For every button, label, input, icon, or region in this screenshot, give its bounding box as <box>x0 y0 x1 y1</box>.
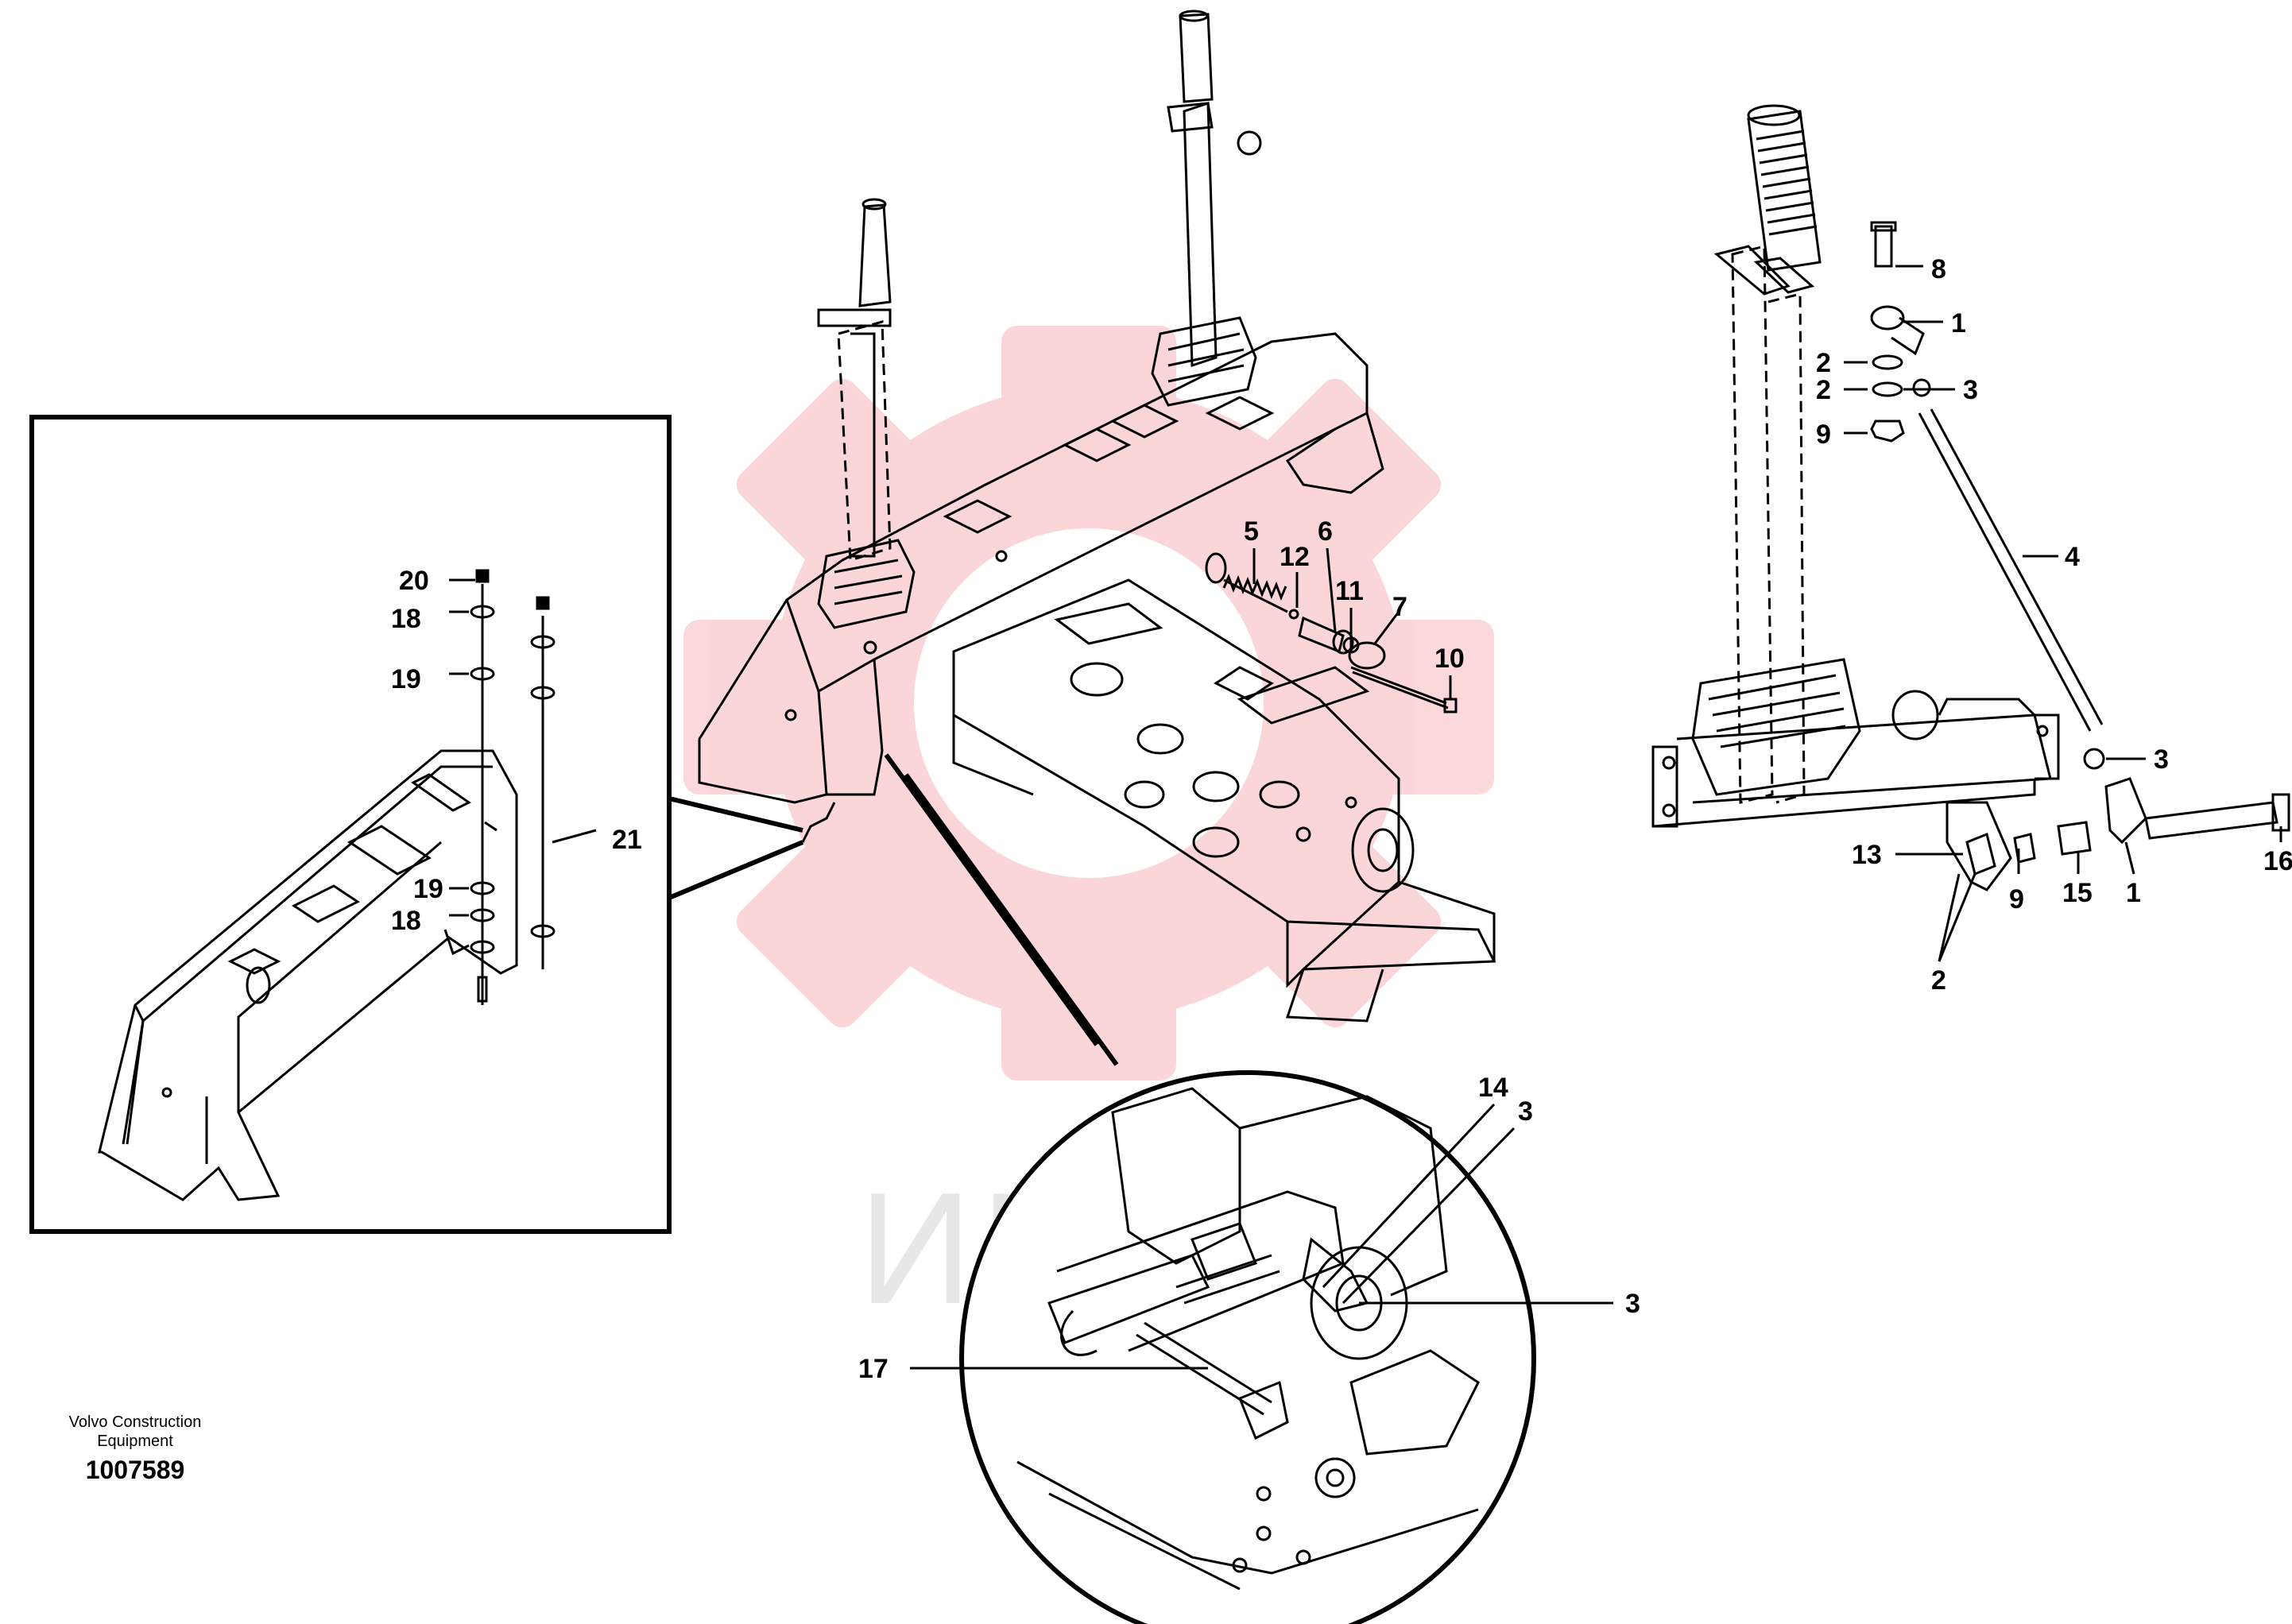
publisher-line-1: Volvo Construction <box>68 1413 202 1431</box>
callout-13: 13 <box>1852 840 1882 870</box>
callout-17: 17 <box>858 1354 889 1384</box>
callout-15: 15 <box>2062 878 2093 908</box>
publisher-credit: Volvo Construction Equipment <box>32 1413 238 1451</box>
callout-6: 6 <box>1318 516 1333 547</box>
spool-parts <box>1205 552 1458 713</box>
circular-detail-view <box>959 1070 1536 1624</box>
callout-3-mid: 3 <box>2154 744 2169 775</box>
callout-2-a: 2 <box>1816 348 1831 378</box>
callout-19-top: 19 <box>391 664 421 694</box>
linkage-rod-parts <box>1870 221 2290 876</box>
callout-8: 8 <box>1931 254 1946 284</box>
right-lever-assembly <box>1651 104 2060 891</box>
callout-leader-lines <box>449 265 2282 1370</box>
callout-9-top: 9 <box>1816 420 1831 450</box>
callout-1-bot: 1 <box>2126 878 2141 908</box>
callout-16: 16 <box>2263 846 2292 876</box>
callout-3-detail-right: 3 <box>1625 1289 1640 1319</box>
callout-4: 4 <box>2065 542 2080 572</box>
pilot-valve-block <box>952 578 1496 1023</box>
fastener-stack-left <box>470 569 495 1005</box>
callout-10: 10 <box>1434 644 1465 674</box>
callout-2-b: 2 <box>1816 375 1831 405</box>
inset-connector-lines <box>668 796 804 900</box>
callout-18-bot: 18 <box>391 906 421 936</box>
callout-11: 11 <box>1335 576 1364 606</box>
callout-9-bot: 9 <box>2009 884 2024 914</box>
callout-3-detail-top: 3 <box>1518 1096 1533 1127</box>
callout-21: 21 <box>612 825 642 855</box>
document-number: 1007589 <box>85 1456 185 1484</box>
callout-14: 14 <box>1478 1073 1508 1103</box>
callout-19-bot: 19 <box>413 874 443 904</box>
callout-5: 5 <box>1244 516 1259 547</box>
callout-1-top: 1 <box>1951 308 1966 338</box>
control-console-frame <box>698 10 1384 843</box>
publisher-line-2: Equipment <box>97 1433 173 1450</box>
callout-20: 20 <box>399 566 429 596</box>
detail-inset-frame <box>29 415 672 1234</box>
bracket-detail-drawing <box>98 749 518 1201</box>
fastener-stack-right <box>530 596 556 969</box>
callout-7: 7 <box>1392 592 1407 622</box>
callout-18-top: 18 <box>391 604 421 634</box>
circle-connector-lines <box>884 753 1119 1066</box>
callout-labels: 1 2 2 3 8 9 4 3 13 9 15 1 16 2 5 12 6 11… <box>391 254 2292 1384</box>
callout-3-top: 3 <box>1963 375 1978 405</box>
callout-2-bot: 2 <box>1931 965 1946 996</box>
callout-12: 12 <box>1280 542 1310 572</box>
